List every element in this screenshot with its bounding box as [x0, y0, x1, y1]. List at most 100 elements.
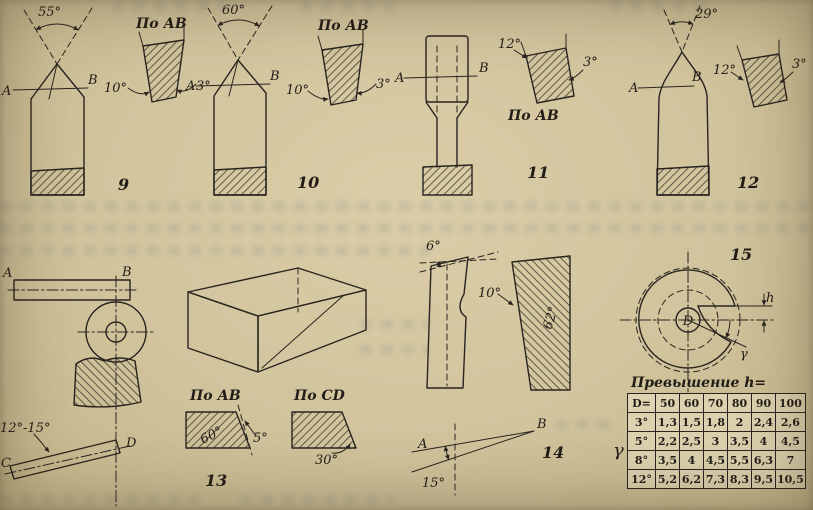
section-line-ab: [12, 87, 89, 91]
value-cell: 6,2: [679, 469, 704, 489]
section-cut: [142, 39, 185, 103]
fig14-clearance-angle: 10°: [478, 286, 501, 301]
fig9-section-label: По АВ: [135, 16, 187, 32]
construction-line: [419, 258, 499, 264]
angle-arc: [725, 319, 731, 339]
fig11-front-angle: 12°: [498, 37, 521, 52]
figure-15: D h γ 15: [619, 245, 775, 393]
section-line-ab: [403, 75, 478, 79]
fig10-section-label: По АВ: [317, 18, 369, 34]
fig9-back-angle: 3°: [196, 79, 211, 94]
tick-line: [317, 35, 323, 51]
section-cut: [741, 53, 788, 108]
fig9-number: 9: [118, 175, 129, 194]
angle-cell: 8°: [627, 450, 656, 470]
value-cell: 2,2: [655, 431, 680, 451]
angle-arc: [443, 445, 450, 461]
fig10-apex-angle: 60°: [222, 3, 245, 18]
fig10-label-b: B: [269, 69, 280, 84]
fig10-front-angle: 10°: [286, 83, 309, 98]
header-cell: D=: [627, 393, 656, 413]
table-row: 12° 5,2 6,2 7,3 8,3 9,5 10,5: [627, 469, 806, 489]
leader-line: [730, 71, 744, 81]
construction-line: [237, 404, 253, 456]
figure-12: 29° A B 12 12° 3°: [628, 5, 807, 196]
prism-front-face: [187, 291, 259, 373]
value-cell: 3,5: [727, 431, 752, 451]
fig13-tilt-angle: 12°-15°: [0, 421, 50, 436]
gamma-ray-line: [687, 319, 747, 348]
figure-9: 55° A B 9 По АВ 10° 3°: [1, 5, 211, 196]
fig10-back-angle: 3°: [376, 77, 391, 92]
figure-11: A B 11 12° 3° По АВ: [394, 33, 598, 196]
table-title: Превышение h=: [631, 375, 767, 391]
figure-14: 6° 62° 10° A B 15° 14: [411, 239, 571, 496]
leader-line: [779, 71, 794, 83]
header-cell: 90: [751, 393, 776, 413]
fig12-number: 12: [737, 173, 759, 192]
construction-line: [681, 5, 701, 53]
section-line-ab: [195, 83, 271, 87]
fig15-gamma-label: γ: [740, 347, 748, 362]
table-header-row: D= 50 60 70 80 90 100: [627, 393, 806, 413]
fig14-label-a: A: [417, 437, 427, 452]
figure-10: 60° A B 10 По АВ 10° 3°: [185, 3, 391, 196]
fig14-wedge-angle: 62°: [541, 305, 562, 331]
fig14-tilt-angle: 15°: [422, 476, 445, 491]
angle-cell: 5°: [627, 431, 656, 451]
fig12-label-b: B: [691, 70, 702, 85]
section-line: [411, 430, 535, 473]
tick-line: [736, 45, 743, 61]
fig9-apex-angle: 55°: [38, 5, 61, 20]
tilted-bar-outline: [9, 439, 121, 480]
value-cell: 2,6: [775, 412, 806, 432]
hatched-shank: [422, 164, 473, 196]
fig13-section-cd-label: По CD: [293, 388, 346, 404]
prism-cut-edge: [261, 294, 345, 369]
leader-line: [244, 420, 257, 437]
angle-cell: 3°: [627, 412, 656, 432]
value-cell: 4: [679, 450, 704, 470]
construction-line: [56, 7, 93, 65]
fig13-label-c: C: [1, 456, 11, 471]
value-cell: 7: [775, 450, 806, 470]
construction-line: [23, 9, 58, 65]
angle-cell: 12°: [627, 469, 656, 489]
tool-face-line: [228, 59, 239, 97]
fig15-bore-label: D: [682, 314, 694, 329]
header-cell: 80: [727, 393, 752, 413]
tick-line: [520, 41, 527, 57]
centerline: [4, 445, 131, 475]
section-cut: [525, 47, 575, 104]
fig11-back-angle: 3°: [583, 55, 598, 70]
fig13-side-angle: 5°: [253, 431, 268, 446]
fig11-section-label: По АВ: [507, 108, 559, 124]
leader-line: [568, 69, 584, 81]
value-cell: 2,4: [751, 412, 776, 432]
fig11-number: 11: [527, 163, 549, 182]
prism-right-face: [257, 289, 367, 373]
fig13-label-a: A: [2, 266, 12, 281]
gash-back-wall: [697, 305, 732, 343]
leader-line: [176, 83, 197, 95]
table-row: 5° 2,2 2,5 3 3,5 4 4,5: [627, 431, 806, 451]
fig14-label-b: B: [536, 417, 547, 432]
leader-line: [33, 433, 50, 453]
angle-arc: [217, 19, 260, 27]
construction-line: [663, 9, 683, 53]
value-cell: 7,3: [703, 469, 728, 489]
tool-shoulder: [425, 101, 438, 119]
table-row: 8° 3,5 4 4,5 5,5 6,3 7: [627, 450, 806, 470]
value-cell: 3,5: [655, 450, 680, 470]
value-cell: 5,5: [727, 450, 752, 470]
angle-arc: [331, 443, 351, 454]
prism-top-face: [187, 267, 367, 317]
tool-shoulder: [456, 101, 469, 119]
fig13-label-d: D: [125, 436, 137, 451]
fig10-number: 10: [297, 173, 319, 192]
tool-head-outline: [425, 35, 469, 103]
value-cell: 2,5: [679, 431, 704, 451]
leader-line: [127, 87, 150, 97]
construction-line: [419, 251, 499, 273]
